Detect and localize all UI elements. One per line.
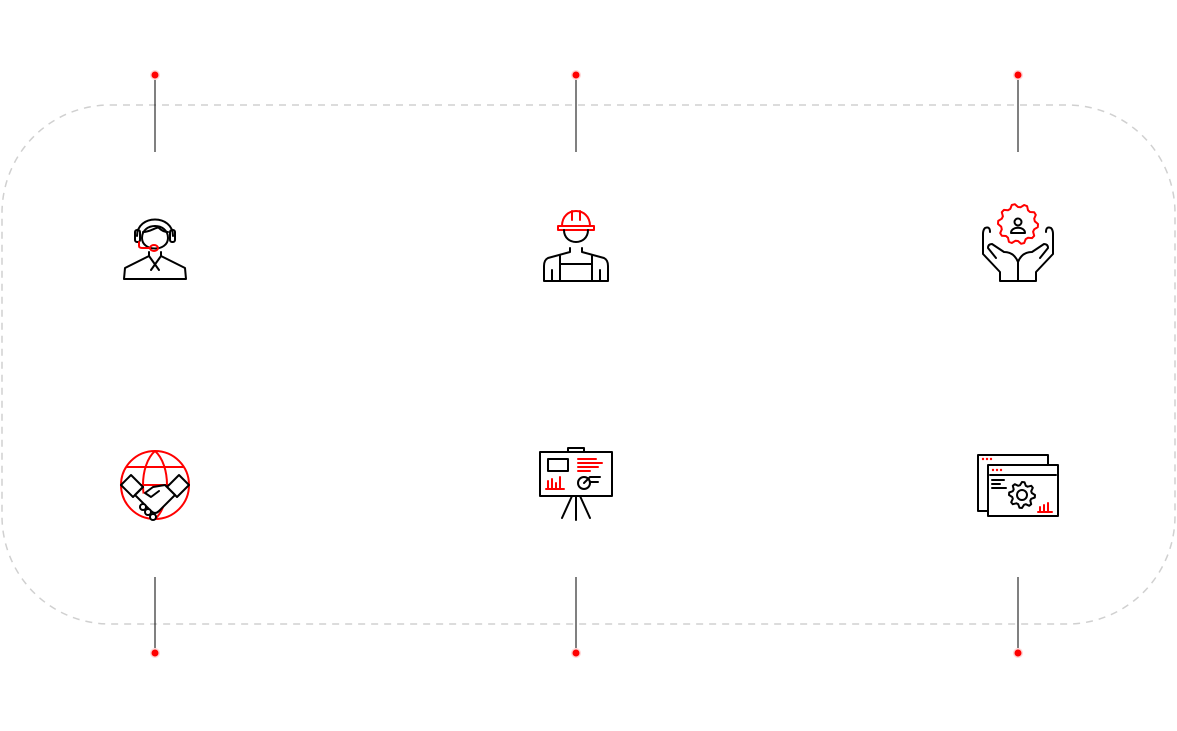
connector-dot bbox=[1014, 649, 1022, 657]
dashed-frame bbox=[1, 104, 1176, 625]
connector-dot bbox=[572, 649, 580, 657]
engineer-hardhat-worker-icon bbox=[543, 210, 609, 282]
connector-dot bbox=[151, 71, 159, 79]
globe-handshake-icon bbox=[120, 450, 190, 521]
hands-gear-user-icon bbox=[982, 203, 1054, 282]
browser-windows-gear-icon bbox=[977, 454, 1059, 517]
customer-support-headset-icon bbox=[123, 218, 187, 280]
connector-dot bbox=[151, 649, 159, 657]
presentation-board-icon bbox=[539, 447, 613, 521]
connector-dot bbox=[572, 71, 580, 79]
connector-dot bbox=[1014, 71, 1022, 79]
connectors bbox=[150, 70, 1023, 658]
